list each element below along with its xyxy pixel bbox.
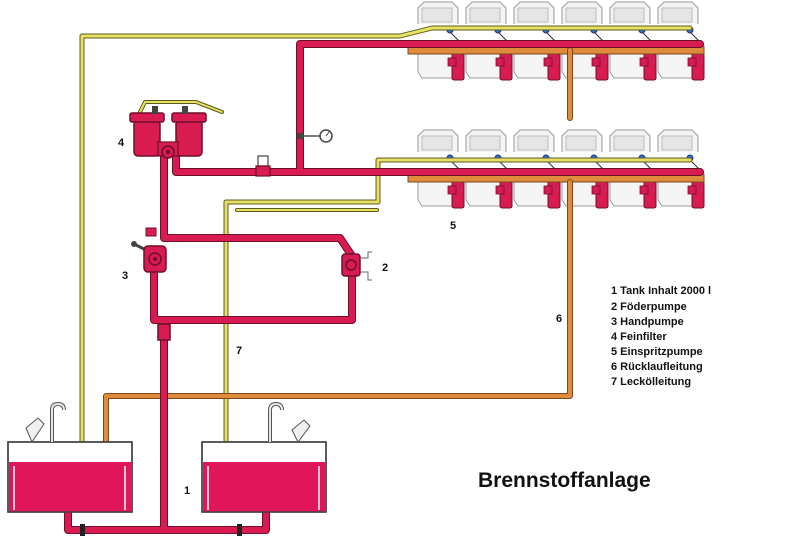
- label-leak-oil-line: 7: [236, 345, 242, 357]
- legend: 1 Tank Inhalt 2000 l 2 Föderpumpe 3 Hand…: [611, 285, 711, 388]
- label-injection-pump: 5: [450, 220, 456, 232]
- fine-filter: [129, 106, 207, 159]
- top-bank-cylinder-5: [609, 1, 657, 81]
- label-return-line: 6: [556, 313, 562, 325]
- pressure-gauge: [297, 129, 333, 143]
- drain-valve-left: [80, 524, 85, 536]
- diagram-title: Brennstoffanlage: [478, 469, 651, 492]
- check-valve: [157, 323, 171, 341]
- feed-pump: [341, 251, 372, 281]
- legend-item-injection-pump: 5 Einspritzpumpe: [611, 346, 703, 358]
- hand-pump: [131, 227, 167, 273]
- legend-item-feed-pump: 2 Föderpumpe: [611, 301, 687, 313]
- label-fine-filter: 4: [118, 137, 125, 149]
- bleed-valve: [255, 155, 271, 177]
- label-hand-pump: 3: [122, 270, 128, 282]
- legend-item-fine-filter: 4 Feinfilter: [611, 331, 667, 343]
- drain-valve-right: [237, 524, 242, 536]
- bottom-bank-cylinder-5: [609, 129, 657, 209]
- tank-left: [7, 401, 133, 513]
- top-bank-cylinder-6: [657, 1, 705, 81]
- legend-item-hand-pump: 3 Handpumpe: [611, 316, 684, 328]
- tank-right: [201, 401, 327, 513]
- legend-item-leak-oil-line: 7 Leckölleitung: [611, 376, 691, 388]
- legend-item-tank: 1 Tank Inhalt 2000 l: [611, 285, 711, 297]
- return-line: [103, 47, 573, 451]
- top-bank-cylinder-2: [465, 1, 513, 81]
- label-feed-pump: 2: [382, 262, 388, 274]
- legend-item-return-line: 6 Rücklaufleitung: [611, 361, 703, 373]
- label-tank: 1: [184, 485, 190, 497]
